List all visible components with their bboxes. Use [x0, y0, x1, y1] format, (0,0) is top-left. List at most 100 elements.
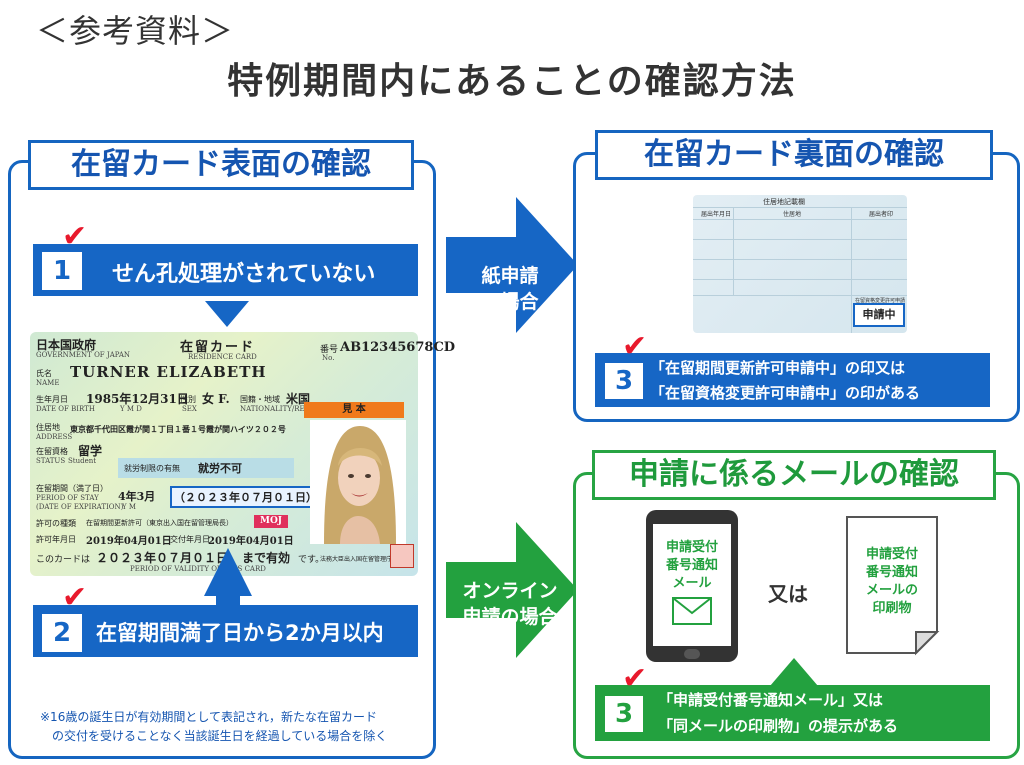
- note-line1: ※16歳の誕生日が有効期間として表記され，新たな在留カード: [40, 710, 377, 724]
- back-panel-title: 在留カード裏面の確認: [595, 130, 993, 180]
- card-permit: 在留期間更新許可（東京出入国在留管理局長）: [86, 519, 233, 527]
- back-item3-line1: 「在留期間更新許可申請中」の印又は: [650, 359, 906, 377]
- page-title: 特例期間内にあることの確認方法: [227, 61, 797, 102]
- card-permit-date-label: 許可年月日: [36, 535, 76, 544]
- card-issue-date: 2019年04月01日: [208, 536, 294, 547]
- item2-bar: [33, 605, 418, 657]
- card-num-label: 番号: [320, 345, 339, 355]
- sheet-text-line2: 番号通知: [865, 565, 918, 580]
- item2-number: 2: [40, 612, 84, 654]
- item1-text: せん孔処理がされていない: [112, 262, 376, 287]
- mail-item3-line2: 「同メールの印刷物」の提示がある: [658, 717, 899, 735]
- phone-button: [684, 649, 700, 659]
- card-status-label-en: STATUS: [36, 457, 66, 465]
- online-arrow-line1: オンライン: [462, 580, 558, 602]
- card-num-label-en: No.: [322, 354, 335, 362]
- mail-item3-line1: 「申請受付番号通知メール」又は: [658, 691, 884, 709]
- paper-arrow-line1: 紙申請: [481, 265, 539, 287]
- card-valid-suffix: まで有効: [242, 551, 291, 565]
- card-sample-badge: 見 本: [304, 402, 404, 418]
- card-gov: 日本国政府: [36, 338, 97, 352]
- card-permit-date: 2019年04月01日: [86, 536, 172, 547]
- phone-text-line3: メール: [672, 576, 712, 591]
- up-triangle-icon: [204, 548, 252, 596]
- card-dob-label: 生年月日: [36, 395, 68, 404]
- front-panel-title: 在留カード表面の確認: [28, 140, 414, 190]
- back-col2: 住居地: [783, 211, 802, 218]
- note-line2: の交付を受けることなく当該誕生日を経過している場合を除く: [52, 729, 388, 743]
- card-nation-label-en: NATIONALITY/REGION: [240, 405, 325, 413]
- card-dob-label-en: DATE OF BIRTH: [36, 405, 95, 413]
- card-sex-label-en: SEX: [182, 405, 197, 413]
- or-text: 又は: [768, 582, 808, 606]
- phone-text-line2: 番号通知: [665, 558, 718, 573]
- back-item3-number: 3: [603, 361, 645, 401]
- phone-icon: [646, 510, 738, 662]
- card-addr-label: 住居地: [36, 423, 60, 432]
- back-card-header: 住居地記載欄: [763, 198, 805, 206]
- residence-card-front: 日本国政府 GOVERNMENT OF JAPAN 在留カード RESIDENC…: [30, 332, 455, 576]
- card-period-ym: Y M: [122, 503, 137, 511]
- card-period-label-en2: (DATE OF EXPIRATION): [36, 503, 124, 511]
- paper-arrow-line2: の場合: [481, 291, 539, 313]
- portrait-image: [324, 426, 396, 544]
- sheet-text-line1: 申請受付: [865, 547, 918, 562]
- back-col3: 届出者印: [869, 211, 894, 218]
- reference-label: ＜参考資料＞: [36, 12, 235, 50]
- card-valid-en: PERIOD OF VALIDITY OF THIS CARD: [130, 565, 266, 573]
- card-valid-label: このカードは: [36, 555, 91, 565]
- envelope-icon: [672, 597, 712, 625]
- card-issue-label: 交付年月日: [170, 535, 210, 544]
- online-arrow-icon: [446, 522, 578, 658]
- card-moj-badge: MOJ: [254, 515, 289, 528]
- mail-up-triangle-icon: [770, 658, 818, 686]
- card-status-en: Student: [68, 457, 97, 465]
- back-stamp: 申請中: [853, 303, 905, 327]
- up-triangle-stem: [216, 590, 240, 606]
- phone-screen: [653, 524, 731, 646]
- card-photo: [310, 420, 406, 544]
- card-seal: [390, 544, 414, 568]
- item1-number: 1: [40, 250, 84, 292]
- card-sex: 女 F.: [202, 392, 230, 406]
- card-work: 就労不可: [198, 462, 242, 475]
- down-triangle-icon: [205, 301, 249, 327]
- mail-panel-title: 申請に係るメールの確認: [592, 450, 996, 500]
- online-arrow-line2: 申請の場合: [462, 606, 558, 628]
- card-title: 在留カード: [180, 340, 256, 355]
- card-name-label: 氏名: [36, 369, 52, 378]
- card-dob-ymd: Y M D: [120, 405, 142, 413]
- card-sex-label: 性別: [180, 395, 196, 404]
- back-item3-check-icon: ✔: [622, 329, 648, 364]
- phone-text-line1: 申請受付: [665, 540, 718, 555]
- card-valid-end: です。: [298, 555, 325, 565]
- item1-check-icon: ✔: [62, 219, 88, 254]
- card-permit-label: 許可の種類: [36, 519, 76, 528]
- card-gov-en: GOVERNMENT OF JAPAN: [36, 351, 130, 359]
- sheet-text-line3: メールの: [865, 583, 918, 598]
- card-period-label: 在留期間（満了日）: [36, 484, 108, 493]
- residence-card-back: 住居地記載欄 届出年月日 住居地 届出者印 在留資格変更許可申請欄 申請中: [693, 195, 907, 333]
- card-valid-date: ２０２３年０７月０１日: [96, 551, 229, 565]
- item2-text: 在留期間満了日から2か月以内: [96, 621, 384, 645]
- item2-check-icon: ✔: [62, 580, 88, 615]
- card-period-label-en1: PERIOD OF STAY: [36, 494, 99, 502]
- card-status-label: 在留資格: [36, 447, 68, 456]
- card-number: AB12345678CD: [340, 340, 456, 355]
- card-status: 留学: [78, 444, 103, 458]
- back-item3-line2: 「在留資格変更許可申請中」の印がある: [650, 384, 921, 402]
- printed-sheet-icon: [846, 516, 940, 656]
- mail-item3-bar: [595, 685, 990, 741]
- card-work-label: 就労制限の有無: [124, 464, 180, 473]
- card-addr-label-en: ADDRESS: [36, 433, 73, 441]
- back-col1: 届出年月日: [701, 211, 732, 218]
- card-name: TURNER ELIZABETH: [70, 363, 267, 381]
- card-name-label-en: NAME: [36, 379, 60, 387]
- card-title-en: RESIDENCE CARD: [188, 353, 257, 361]
- card-work-box: [118, 458, 294, 478]
- card-period: 4年3月: [118, 490, 156, 503]
- sheet-text-line4: 印刷物: [872, 601, 912, 616]
- card-address: 東京都千代田区霞が関１丁目１番１号霞が関ハイツ２０２号: [70, 424, 286, 434]
- item1-bar: [33, 244, 418, 296]
- mail-item3-check-icon: ✔: [622, 661, 648, 696]
